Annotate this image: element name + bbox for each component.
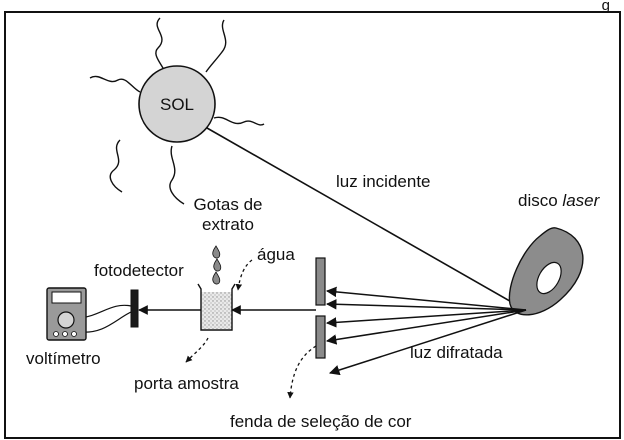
sun-ray [205,19,227,73]
laser-disc [508,227,584,316]
disc-label: disco laser [518,191,601,210]
sun-rays [89,17,265,205]
diffracted-light-label: luz difratada [410,343,503,362]
sun-ray [89,75,141,93]
water-pointer [235,259,253,291]
wires [79,304,132,333]
sample-holder [197,283,236,331]
sun-ray [155,17,165,71]
sun [138,65,216,143]
incident-light-ray [206,127,523,309]
sun-ray [213,116,265,126]
sample-holder-label: porta amostra [134,374,239,393]
slit-pointer [287,345,317,399]
extract-drops [212,245,222,285]
disc-hole [536,261,562,295]
photodetector-label: fotodetector [94,261,184,280]
sun-ray [109,139,123,193]
slit-lower [315,315,326,359]
voltmeter-dial [57,311,75,329]
drop [212,245,221,259]
water-label: água [257,245,295,264]
sun-ray [169,145,185,205]
slit-label: fenda de seleção de cor [230,412,412,431]
voltmeter-label: voltímetro [26,349,101,368]
photodetector [130,289,139,328]
drops-label-line2: extrato [202,215,254,234]
diffracted-ray [325,286,527,311]
diffracted-ray [325,309,527,345]
top-right-text: g [602,0,610,14]
sample-holder-pointer [185,337,209,363]
drop [212,271,221,285]
slit-upper [315,257,326,306]
diffracted-ray [329,309,527,376]
incident-light-label: luz incidente [336,172,431,191]
sample-liquid [201,292,232,329]
diffracted-rays [325,286,527,376]
diffracted-ray [325,299,527,311]
voltmeter [46,287,87,341]
sun-label: SOL [160,95,194,114]
diffracted-ray [325,309,527,328]
drop [213,258,222,272]
voltmeter-display [51,291,82,304]
drops-label-line1: Gotas de [194,195,263,214]
figure-frame [4,11,621,439]
